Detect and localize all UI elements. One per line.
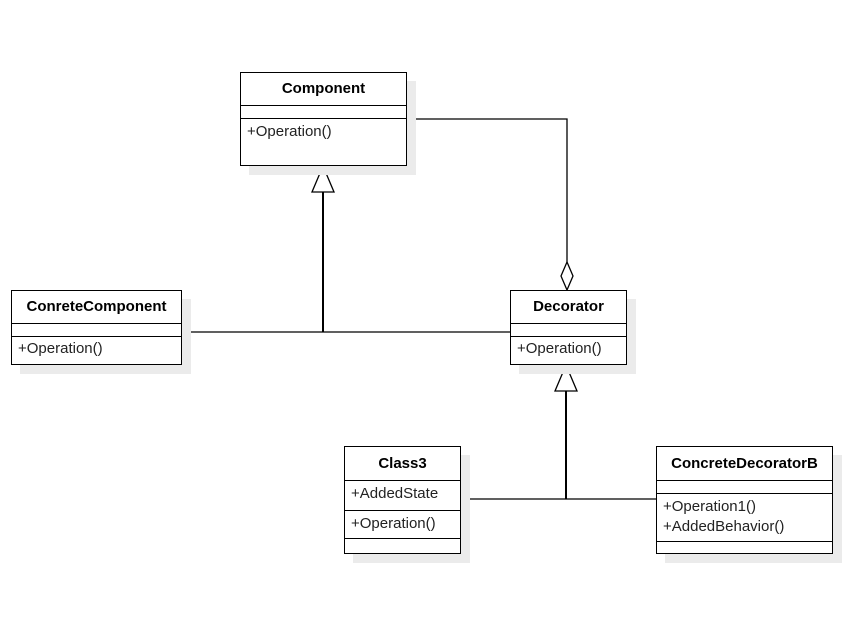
attribute: +AddedState <box>351 485 439 502</box>
operation: +Operation() <box>18 340 103 357</box>
class-name: Component <box>281 80 366 97</box>
operations-compartment: +Operation() <box>12 336 181 359</box>
class-conrete-component[interactable]: ConreteComponent +Operation() <box>11 290 182 365</box>
attributes-compartment <box>241 105 406 118</box>
operation: +Operation() <box>247 123 332 140</box>
class-name: ConcreteDecoratorB <box>671 455 818 472</box>
generalization-triangle-icon <box>311 164 335 193</box>
attributes-compartment: +AddedState <box>345 480 460 510</box>
class-decorator[interactable]: Decorator +Operation() <box>510 290 627 365</box>
operation: +Operation1() <box>663 498 756 515</box>
operation: +Operation() <box>517 340 602 357</box>
class-class3[interactable]: Class3 +AddedState +Operation() <box>344 446 461 554</box>
aggregation-line <box>406 118 568 262</box>
empty-compartment <box>657 541 832 553</box>
generalization-triangle-icon <box>554 363 578 392</box>
attributes-compartment <box>657 480 832 493</box>
attributes-compartment <box>12 323 181 336</box>
class-component[interactable]: Component +Operation() <box>240 72 407 166</box>
class-concrete-decorator-b[interactable]: ConcreteDecoratorB +Operation1() +AddedB… <box>656 446 833 554</box>
operation: +Operation() <box>351 515 436 532</box>
operation: +AddedBehavior() <box>663 518 785 535</box>
attributes-compartment <box>511 323 626 336</box>
operations-compartment: +Operation() <box>241 118 406 142</box>
operations-compartment: +Operation() <box>345 510 460 538</box>
class-name: Class3 <box>378 455 427 472</box>
operations-compartment: +Operation() <box>511 336 626 359</box>
class-name: ConreteComponent <box>26 298 167 315</box>
aggregation-diamond-icon <box>560 260 574 292</box>
operations-compartment: +Operation1() +AddedBehavior() <box>657 493 832 541</box>
class-name: Decorator <box>533 298 604 315</box>
empty-compartment <box>345 538 460 551</box>
